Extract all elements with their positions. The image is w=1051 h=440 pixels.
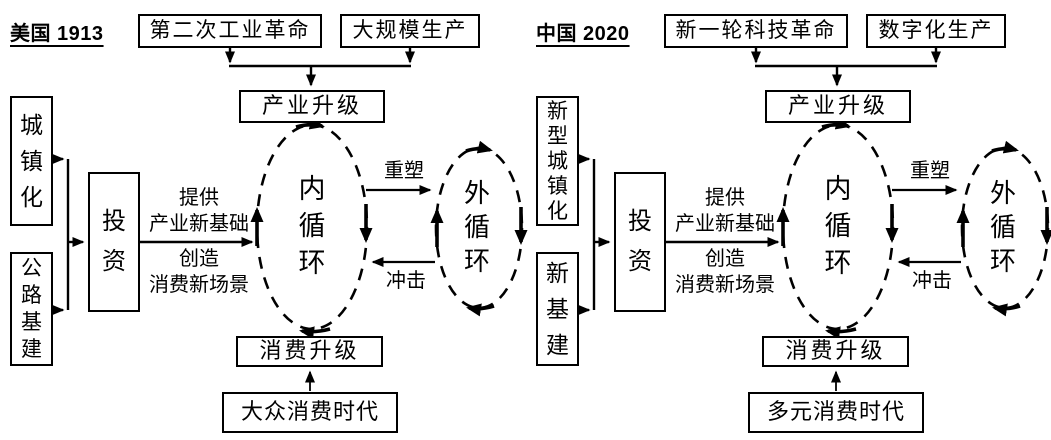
outer-loop-ellipse: 外循环 bbox=[982, 176, 1024, 278]
inner-loop-label: 内循环 bbox=[298, 174, 326, 278]
input-box-infrastructure: 新基建 bbox=[536, 252, 579, 366]
input-box-urbanization: 新型城镇化 bbox=[536, 96, 579, 226]
inner-loop-ellipse: 内循环 bbox=[817, 171, 859, 282]
industry-upgrade-box: 产业升级 bbox=[765, 90, 911, 123]
consumption-upgrade-box: 消费升级 bbox=[762, 336, 909, 367]
outer-loop-ellipse: 外循环 bbox=[456, 176, 498, 278]
diagram-china-2020: 中国 2020 新一轮科技革命 数字化生产 产业升级 新型城镇化 新基建 投资 … bbox=[526, 0, 1051, 440]
impact-arrow-label: 冲击 bbox=[378, 268, 434, 294]
input-box-urbanization-label: 新型城镇化 bbox=[547, 99, 568, 223]
diagram-title: 中国 2020 bbox=[536, 23, 630, 45]
reshape-text: 重塑 bbox=[384, 160, 424, 182]
invest-effect-top-line1: 提供 bbox=[179, 187, 219, 209]
inner-loop-label: 内循环 bbox=[824, 174, 852, 278]
reshape-arrow-label: 重塑 bbox=[376, 158, 432, 184]
outer-loop-label: 外循环 bbox=[464, 178, 491, 276]
invest-effect-bottom-line2: 消费新场景 bbox=[675, 274, 775, 296]
outer-loop-label: 外循环 bbox=[990, 178, 1017, 276]
investment-box: 投资 bbox=[614, 172, 666, 312]
input-box-infrastructure-label: 新基建 bbox=[546, 260, 569, 358]
consumption-era-box: 多元消费时代 bbox=[748, 392, 924, 433]
invest-effect-top-label: 提供 产业新基础 bbox=[140, 185, 258, 237]
investment-box: 投资 bbox=[88, 172, 140, 312]
reshape-arrow-label: 重塑 bbox=[902, 158, 958, 184]
impact-arrow-label: 冲击 bbox=[904, 268, 960, 294]
reshape-text: 重塑 bbox=[910, 160, 950, 182]
driver-box-2: 数字化生产 bbox=[866, 14, 1006, 48]
invest-effect-bottom-line2: 消费新场景 bbox=[149, 274, 249, 296]
industry-upgrade-box: 产业升级 bbox=[239, 90, 385, 123]
input-box-infrastructure: 公路基建 bbox=[10, 252, 53, 366]
diagram-usa-1913: 美国 1913 第二次工业革命 大规模生产 产业升级 城镇化 公路基建 投资 提… bbox=[0, 0, 525, 440]
investment-label: 投资 bbox=[102, 208, 126, 275]
invest-effect-top-label: 提供 产业新基础 bbox=[666, 185, 784, 237]
invest-effect-bottom-line1: 创造 bbox=[179, 248, 219, 270]
investment-label: 投资 bbox=[628, 208, 652, 275]
invest-effect-top-line2: 产业新基础 bbox=[675, 213, 775, 235]
invest-effect-top-line2: 产业新基础 bbox=[149, 213, 249, 235]
driver-box-1: 新一轮科技革命 bbox=[664, 14, 848, 48]
driver-box-2: 大规模生产 bbox=[340, 14, 480, 48]
input-box-infrastructure-label: 公路基建 bbox=[21, 257, 42, 361]
invest-effect-bottom-label: 创造 消费新场景 bbox=[666, 246, 784, 298]
impact-text: 冲击 bbox=[912, 270, 952, 292]
impact-text: 冲击 bbox=[386, 270, 426, 292]
invest-effect-bottom-line1: 创造 bbox=[705, 248, 745, 270]
inner-loop-ellipse: 内循环 bbox=[291, 171, 333, 282]
driver-box-1: 第二次工业革命 bbox=[138, 14, 322, 48]
input-box-urbanization-label: 城镇化 bbox=[20, 112, 43, 210]
consumption-upgrade-box: 消费升级 bbox=[236, 336, 383, 367]
input-box-urbanization: 城镇化 bbox=[10, 96, 53, 226]
consumption-era-box: 大众消费时代 bbox=[222, 392, 398, 433]
diagram-title: 美国 1913 bbox=[10, 23, 104, 45]
invest-effect-top-line1: 提供 bbox=[705, 187, 745, 209]
invest-effect-bottom-label: 创造 消费新场景 bbox=[140, 246, 258, 298]
